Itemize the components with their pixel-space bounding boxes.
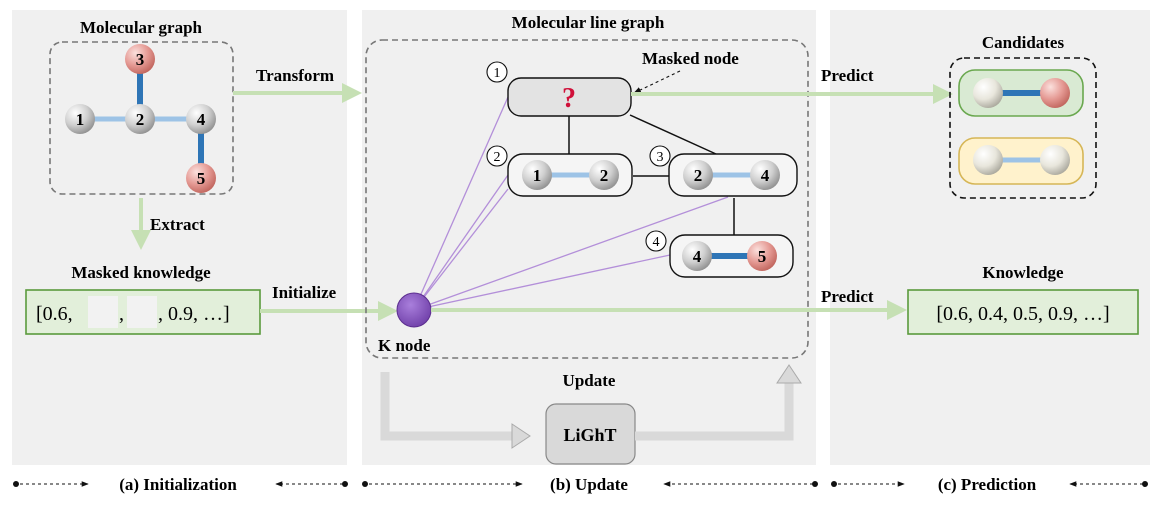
masked-node-label: Masked node — [642, 49, 739, 68]
svg-text:(b) Update: (b) Update — [550, 475, 628, 494]
svg-text:1: 1 — [533, 166, 542, 185]
caption-update: (b) Update — [362, 475, 818, 494]
svg-text:,: , — [119, 303, 124, 325]
node-index-2: 2 — [486, 145, 508, 167]
svg-text:2: 2 — [494, 150, 501, 165]
svg-text:1: 1 — [76, 110, 85, 129]
masked-slot-1 — [88, 296, 118, 328]
svg-text:4: 4 — [761, 166, 770, 185]
update-loop-arrowhead-right — [776, 364, 802, 384]
atom-1: 1 — [65, 104, 95, 134]
node-index-1: 1 — [486, 61, 508, 83]
svg-text:(a) Initialization: (a) Initialization — [119, 475, 237, 494]
k-node-label: K node — [378, 336, 431, 355]
masked-knowledge-vector: [0.6, , , 0.9, …] — [25, 289, 261, 335]
line-node-2: 1 2 — [507, 153, 633, 197]
atom-4: 4 — [186, 104, 216, 134]
candidates-box — [949, 57, 1097, 199]
line-node-3: 2 4 — [668, 153, 798, 197]
line-graph-title: Molecular line graph — [512, 13, 665, 32]
k-node-edges — [413, 96, 729, 311]
update-loop-arrowhead-left — [511, 423, 531, 449]
molecular-graph-title: Molecular graph — [80, 18, 203, 37]
molecular-graph-box — [49, 41, 234, 195]
masked-knowledge-title: Masked knowledge — [71, 263, 211, 282]
predict-label-bottom: Predict — [821, 287, 874, 306]
svg-text:2: 2 — [694, 166, 703, 185]
update-loop-arrow-left — [380, 372, 513, 441]
svg-text:2: 2 — [136, 110, 145, 129]
edge-node1-node3 — [629, 114, 717, 155]
masked-slot-2 — [127, 296, 157, 328]
svg-text:(c) Prediction: (c) Prediction — [938, 475, 1037, 494]
svg-text:3: 3 — [657, 150, 664, 165]
knowledge-title: Knowledge — [982, 263, 1064, 282]
atom-2: 2 — [125, 104, 155, 134]
masked-node-pointer — [633, 70, 681, 94]
light-module: LiGhT — [545, 403, 636, 465]
panel-initialization — [12, 10, 347, 465]
svg-text:, 0.9, …]: , 0.9, …] — [158, 303, 230, 325]
svg-text:[0.6, 0.4, 0.5, 0.9, …]: [0.6, 0.4, 0.5, 0.9, …] — [936, 303, 1109, 325]
line-graph-box — [365, 39, 809, 359]
question-mark: ? — [562, 83, 576, 114]
knowledge-vector: [0.6, 0.4, 0.5, 0.9, …] — [907, 289, 1139, 335]
transform-label: Transform — [256, 66, 334, 85]
update-loop-arrow-right — [635, 382, 794, 441]
candidate-double-bond — [958, 69, 1084, 117]
node-index-3: 3 — [649, 145, 671, 167]
predict-label-top: Predict — [821, 66, 874, 85]
svg-text:2: 2 — [600, 166, 609, 185]
line-node-4: 4 5 — [669, 234, 794, 278]
atom-3: 3 — [125, 44, 155, 74]
svg-text:LiGhT: LiGhT — [563, 425, 616, 445]
line-node-1-masked: ? — [507, 77, 632, 117]
svg-text:1: 1 — [494, 66, 501, 81]
caption-initialization: (a) Initialization — [13, 475, 348, 494]
svg-text:3: 3 — [136, 50, 145, 69]
caption-prediction: (c) Prediction — [831, 475, 1148, 494]
svg-text:4: 4 — [693, 247, 702, 266]
svg-text:5: 5 — [197, 169, 206, 188]
svg-text:[0.6,: [0.6, — [36, 303, 73, 325]
candidates-title: Candidates — [982, 33, 1065, 52]
svg-text:4: 4 — [653, 235, 660, 250]
svg-text:5: 5 — [758, 247, 767, 266]
update-label: Update — [563, 371, 616, 390]
extract-label: Extract — [150, 215, 205, 234]
initialize-label: Initialize — [272, 283, 337, 302]
candidate-single-bond — [958, 137, 1084, 185]
svg-text:4: 4 — [197, 110, 206, 129]
node-index-4: 4 — [645, 230, 667, 252]
atom-5: 5 — [186, 163, 216, 193]
k-node — [396, 292, 432, 328]
